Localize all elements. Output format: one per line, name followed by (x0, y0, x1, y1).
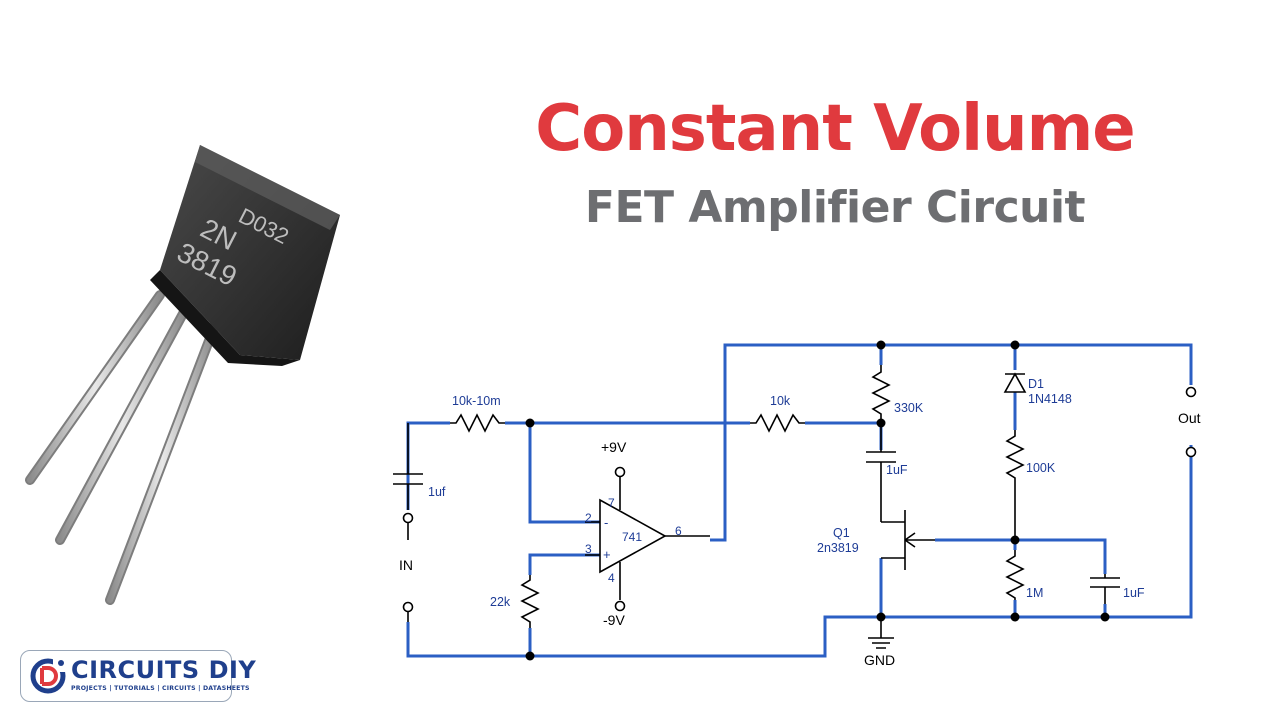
feedback-resistor (750, 413, 805, 433)
transistor-body: D032 2N 3819 (150, 145, 340, 366)
jfet-q1 (881, 510, 935, 570)
wire-plus-input (528, 553, 600, 656)
logo-mark-icon (30, 658, 67, 694)
wire-opamp-output (710, 343, 1193, 542)
label-supply-pos: +9V (601, 439, 627, 455)
label-pin2: 2 (585, 511, 592, 525)
components (393, 365, 1197, 649)
label-diode-part: 1N4148 (1028, 392, 1072, 406)
input-capacitor (393, 423, 423, 510)
diode-d1 (1003, 372, 1027, 393)
label-ground: GND (864, 652, 895, 668)
junction-dot (876, 340, 886, 350)
label-input: IN (399, 557, 413, 573)
wire-input-top (406, 421, 883, 510)
gate-resistor (1005, 550, 1025, 600)
label-pin4: 4 (608, 571, 615, 585)
label-pin3: 3 (585, 542, 592, 556)
label-pin6: 6 (675, 524, 682, 538)
label-r-bias: 22k (490, 595, 511, 609)
label-r-input: 10k-10m (452, 394, 501, 408)
diode-resistor (1005, 430, 1025, 540)
label-r-diode: 100K (1026, 461, 1056, 475)
component-labels: 10k-10m 1uf IN 22k +9V -9V 741 2 3 4 6 7… (399, 377, 1201, 668)
junction-dot (1100, 612, 1110, 622)
label-r-drain: 330K (894, 401, 924, 415)
junction-dot (1010, 612, 1020, 622)
label-diode-name: D1 (1028, 377, 1044, 391)
logo-tagline: PROJECTS | TUTORIALS | CIRCUITS | DATASH… (71, 685, 250, 692)
output-terminal-bottom[interactable] (1185, 446, 1197, 458)
junction-dot (1010, 535, 1020, 545)
junction-dot (1010, 340, 1020, 350)
junction-dot (525, 418, 535, 428)
transistor-legs (25, 290, 220, 605)
wires (406, 343, 1193, 658)
label-opamp: 741 (622, 530, 642, 544)
label-output: Out (1178, 410, 1201, 426)
wire-ground-bottom (406, 445, 1193, 658)
logo-name: CIRCUITS DIY (71, 656, 257, 684)
bias-resistor (520, 575, 540, 628)
label-c-gate: 1uF (1123, 586, 1145, 600)
label-minus: - (604, 515, 608, 530)
transistor-photo: D032 2N 3819 (25, 145, 340, 605)
page-subtitle: FET Amplifier Circuit (584, 182, 1086, 233)
wire-gate (935, 538, 1107, 617)
circuits-diy-logo[interactable]: CIRCUITS DIY PROJECTS | TUTORIALS | CIRC… (20, 650, 256, 702)
junction-dot (876, 612, 886, 622)
wire-node-to-minus (528, 423, 600, 524)
label-r-gate: 1M (1026, 586, 1043, 600)
label-q1-name: Q1 (833, 526, 850, 540)
page-title: Constant Volume (535, 92, 1135, 166)
junction-dots (525, 340, 1110, 661)
label-q1-part: 2n3819 (817, 541, 859, 555)
junction-dot (525, 651, 535, 661)
input-resistor (450, 413, 505, 433)
coupling-capacitor (866, 423, 896, 522)
label-plus: + (603, 547, 611, 562)
label-pin7: 7 (608, 496, 615, 510)
ground-symbol (868, 617, 894, 649)
input-terminal-top[interactable] (402, 512, 414, 524)
gate-capacitor (1090, 574, 1120, 604)
input-terminal-bottom[interactable] (402, 601, 414, 613)
opamp-741 (585, 466, 710, 612)
output-terminal-top[interactable] (1185, 386, 1197, 398)
drain-resistor (871, 365, 891, 423)
label-r-feedback: 10k (770, 394, 791, 408)
label-c-input: 1uf (428, 485, 446, 499)
label-supply-neg: -9V (603, 612, 625, 628)
junction-dot (876, 418, 886, 428)
label-c-coupling: 1uF (886, 463, 908, 477)
